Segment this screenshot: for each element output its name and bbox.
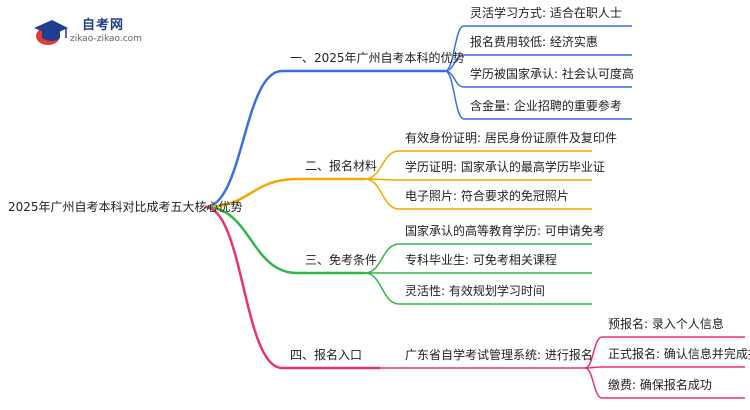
child-label: 灵活学习方式: 适合在职人士 (470, 6, 622, 20)
child-connector (364, 150, 400, 180)
child-connector (364, 243, 400, 274)
logo-title: 自考网 (82, 18, 125, 33)
child-label: 电子照片: 符合要求的免冠照片 (405, 189, 569, 203)
branch-connector (204, 205, 283, 370)
child-label: 有效身份证明: 居民身份证原件及复印件 (405, 131, 617, 145)
branch-connector (204, 177, 298, 209)
child-label: 广东省自学考试管理系统: 进行报名 (405, 348, 593, 362)
child-label: 国家承认的高等教育学历: 可申请免考 (405, 224, 605, 238)
child-connector (364, 272, 400, 305)
branch-label: 一、2025年广州自考本科的优势 (290, 51, 465, 65)
child-label: 学历证明: 国家承认的最高学历毕业证 (405, 160, 605, 174)
child-label: 含金量: 企业招聘的重要参考 (470, 99, 622, 113)
grandchild-connector (584, 367, 603, 399)
grandchild-label: 缴费: 确保报名成功 (608, 378, 712, 392)
grandchild-label: 正式报名: 确认信息并完成报名 (608, 347, 750, 361)
logo: 自考网 zikao-zikao.com (30, 12, 160, 52)
grandchild-label: 预报名: 录入个人信息 (608, 317, 724, 331)
child-label: 灵活性: 有效规划学习时间 (405, 284, 545, 298)
child-label: 学历被国家承认: 社会认可度高 (470, 67, 634, 81)
branch-connector (204, 69, 283, 209)
branch-label: 二、报名材料 (305, 159, 378, 173)
child-label: 报名费用较低: 经济实惠 (470, 35, 598, 49)
root-topic: 2025年广州自考本科对比成考五大核心优势 (8, 200, 243, 214)
child-label: 专科毕业生: 可免考相关课程 (405, 253, 557, 267)
graduation-cap-icon (34, 20, 68, 45)
branch-label: 三、免考条件 (305, 253, 378, 267)
child-connector (364, 178, 400, 210)
child-connector (444, 25, 465, 72)
branch-connector (204, 205, 298, 275)
branch-label: 四、报名入口 (290, 348, 363, 362)
child-connector (444, 70, 465, 120)
logo-url: zikao-zikao.com (70, 34, 142, 44)
grandchild-connector (584, 336, 603, 369)
